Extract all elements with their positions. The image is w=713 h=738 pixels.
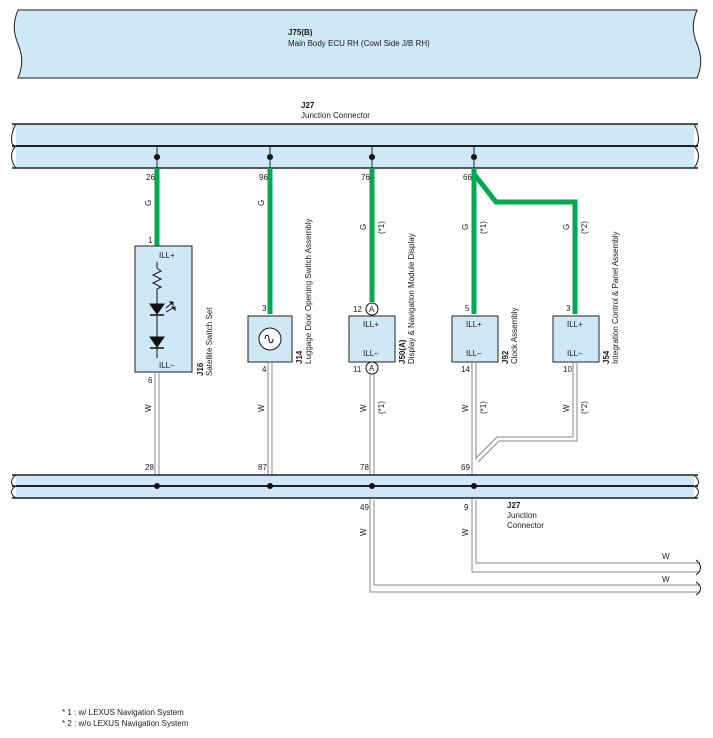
wire-color-g: G bbox=[257, 200, 266, 206]
connector-a-label: A bbox=[369, 364, 375, 373]
j16-out-pin: 6 bbox=[148, 376, 153, 385]
bottom-pin-j14: 87 bbox=[258, 463, 267, 472]
j16-in-pin: 1 bbox=[148, 236, 153, 245]
top-junction-code: J27 bbox=[301, 101, 315, 110]
wire-color-g: G bbox=[144, 200, 153, 206]
out-wire-color-right-1: W bbox=[662, 552, 670, 561]
out-pin-9: 9 bbox=[464, 503, 469, 512]
note-j54-bottom: (*2) bbox=[580, 401, 589, 414]
bottom-bus-cap-left bbox=[11, 474, 18, 499]
connector-a-label: A bbox=[369, 305, 375, 314]
j16-box bbox=[134, 245, 193, 373]
bottom-pin-j16: 28 bbox=[145, 463, 154, 472]
wire-color-g: G bbox=[562, 224, 571, 230]
ecu-name: Main Body ECU RH (Cowl Side J/B RH) bbox=[288, 39, 430, 48]
note-j54-top: (*2) bbox=[580, 221, 589, 234]
wire-end-cap bbox=[695, 581, 701, 596]
j16-name: Satellite Switch Set bbox=[205, 307, 214, 376]
j92-ill-minus: ILL– bbox=[466, 349, 482, 358]
lamp-filament bbox=[264, 334, 274, 344]
j50-out-pin: 11 bbox=[353, 365, 362, 374]
wire-color-g: G bbox=[359, 224, 368, 230]
j92-name: Clock Assembly bbox=[510, 308, 519, 364]
j50-box bbox=[348, 315, 396, 363]
wire-color-w: W bbox=[359, 404, 368, 412]
diode-icon bbox=[149, 336, 165, 348]
green-wire-j54 bbox=[472, 172, 578, 314]
j14-name: Luggage Door Opening Switch Assembly bbox=[304, 219, 313, 364]
wire-color-g: G bbox=[461, 224, 470, 230]
j14-code: J14 bbox=[295, 350, 304, 364]
splice-dot bbox=[369, 483, 375, 489]
note-j50-top: (*1) bbox=[377, 221, 386, 234]
bottom-junction-name2: Connector bbox=[507, 521, 544, 530]
j50-ill-minus: ILL– bbox=[363, 349, 379, 358]
j92-box bbox=[451, 315, 499, 363]
j92-ill-plus: ILL+ bbox=[466, 320, 482, 329]
wire-color-w: W bbox=[257, 404, 266, 412]
j54-ill-plus: ILL+ bbox=[567, 320, 583, 329]
splice-dot bbox=[471, 483, 477, 489]
wire-color-w: W bbox=[461, 404, 470, 412]
top-bus-cap-right bbox=[692, 123, 699, 169]
footnote-2: * 2 : w/o LEXUS Navigation System bbox=[62, 719, 189, 728]
note-j50-bottom: (*1) bbox=[377, 401, 386, 414]
j54-code: J54 bbox=[602, 350, 611, 364]
j50-name: Display & Navigation Module Display bbox=[407, 233, 416, 364]
green-wires bbox=[154, 168, 578, 314]
lamp-icon bbox=[258, 327, 282, 351]
bottom-pin-j92: 69 bbox=[461, 463, 470, 472]
top-bus-cap-left bbox=[11, 123, 18, 169]
j14-out-pin: 4 bbox=[262, 365, 267, 374]
j16-ill-minus: ILL– bbox=[159, 361, 175, 370]
j54-ill-minus: ILL– bbox=[567, 349, 583, 358]
j92-in-pin: 5 bbox=[465, 304, 470, 313]
bottom-junction-code: J27 bbox=[507, 501, 521, 510]
top-pin-j16: 26 bbox=[146, 173, 155, 182]
j50-ill-plus: ILL+ bbox=[363, 320, 379, 329]
wire-end-cap bbox=[695, 559, 701, 576]
j16-ill-plus: ILL+ bbox=[159, 251, 175, 260]
j50-code: J50(A) bbox=[398, 339, 407, 364]
top-pin-j50: 76 bbox=[361, 173, 370, 182]
resistor-icon bbox=[151, 267, 163, 290]
ecu-code: J75(B) bbox=[288, 28, 313, 37]
wire-color-w: W bbox=[144, 404, 153, 412]
j14-in-pin: 3 bbox=[262, 304, 267, 313]
bottom-bus-cap-right bbox=[692, 474, 699, 499]
splice-dot bbox=[154, 483, 160, 489]
j92-out-pin: 14 bbox=[461, 365, 470, 374]
out-wire-color-right-2: W bbox=[662, 575, 670, 584]
top-pin-j92: 66 bbox=[463, 173, 472, 182]
bottom-junction-name1: Junction bbox=[507, 511, 537, 520]
top-junction-name: Junction Connector bbox=[301, 111, 370, 120]
j54-in-pin: 3 bbox=[566, 304, 571, 313]
wire-color-w: W bbox=[562, 404, 571, 412]
j54-name: Integration Control & Panel Assembly bbox=[611, 231, 620, 364]
j50-in-pin: 12 bbox=[353, 305, 362, 314]
led-icon bbox=[149, 303, 165, 315]
out-wire-color-9: W bbox=[461, 528, 470, 536]
ecu-body bbox=[13, 9, 702, 79]
top-pin-j14: 96 bbox=[259, 173, 268, 182]
footnote-1: * 1 : w/ LEXUS Navigation System bbox=[62, 708, 184, 717]
note-j92-bottom: (*1) bbox=[479, 401, 488, 414]
j16-internal bbox=[149, 262, 176, 358]
connector-a-mark bbox=[365, 361, 379, 375]
connector-a-mark bbox=[365, 302, 379, 316]
j92-code: J92 bbox=[501, 350, 510, 364]
j16-code: J16 bbox=[196, 362, 205, 376]
out-pin-49: 49 bbox=[360, 503, 369, 512]
splice-dot bbox=[267, 483, 273, 489]
bottom-pin-j50: 78 bbox=[360, 463, 369, 472]
note-j92-top: (*1) bbox=[479, 221, 488, 234]
j54-box bbox=[552, 315, 600, 363]
out-wire-color-49: W bbox=[359, 528, 368, 536]
j54-out-pin: 10 bbox=[563, 365, 572, 374]
